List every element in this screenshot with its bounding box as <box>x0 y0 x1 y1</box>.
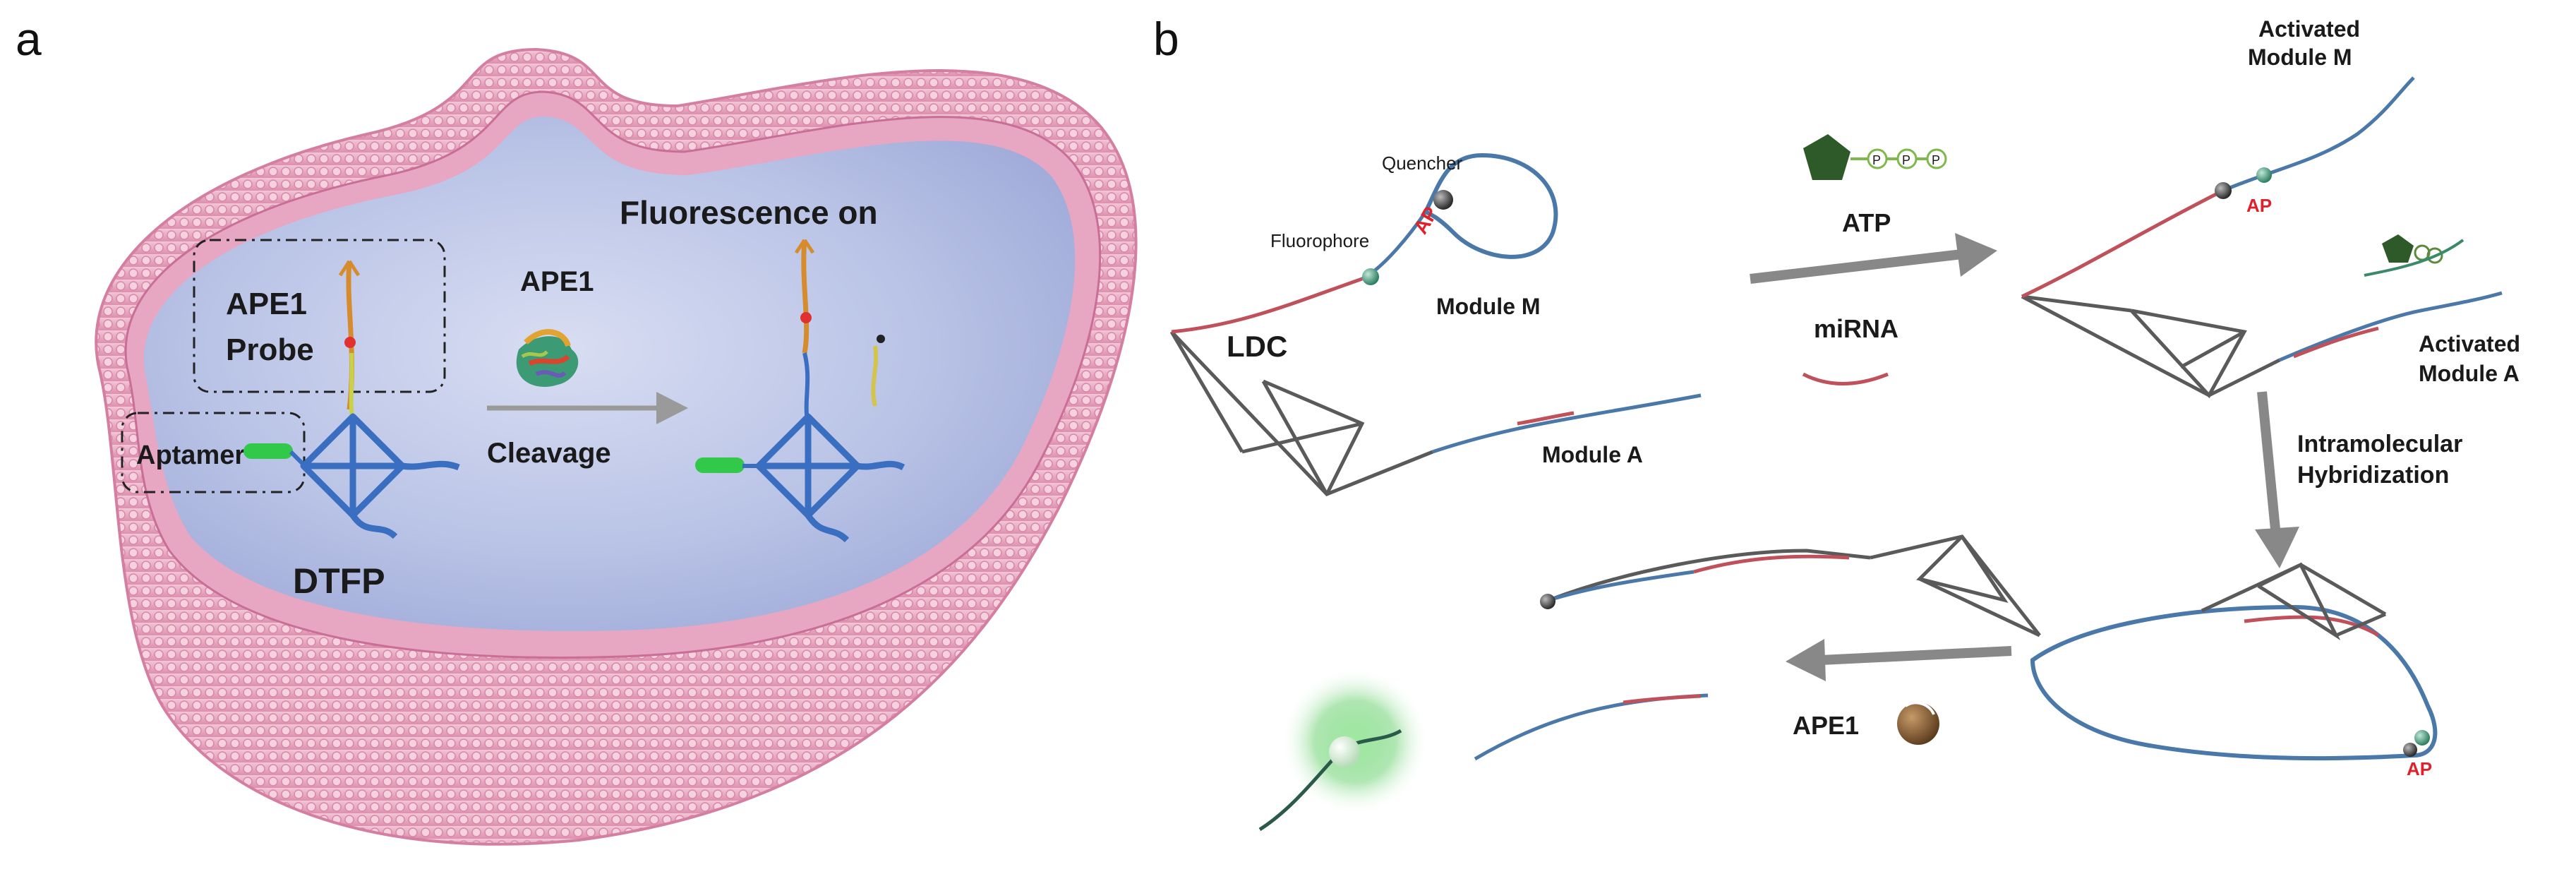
module-a-label: Module A <box>1542 442 1643 467</box>
phosphate-2: P <box>1902 153 1910 167</box>
ap-site-label-2: AP <box>2246 195 2272 216</box>
probe-box <box>193 239 446 393</box>
cleavage-arrow <box>487 392 688 424</box>
activated-m-line2: Module M <box>2248 44 2352 70</box>
dtfp-construct <box>243 260 460 539</box>
ape1-cleavage-arrow <box>1786 639 2012 681</box>
hybridization-line2: Hybridization <box>2297 462 2449 489</box>
ape1-enzyme-label: APE1 <box>520 266 594 297</box>
aptamer-box <box>121 412 306 493</box>
mirna-label: miRNA <box>1814 314 1898 343</box>
atp-label: ATP <box>1842 208 1891 237</box>
hybridization-line1: Intramolecular <box>2297 431 2462 457</box>
activated-a-line2: Module A <box>2419 361 2520 386</box>
phosphate-1: P <box>1872 153 1881 167</box>
cleavage-label: Cleavage <box>487 438 611 469</box>
ldc-released <box>1258 534 2041 832</box>
ap-site-label-1: AP <box>1409 203 1442 237</box>
phosphate-3: P <box>1932 153 1940 167</box>
activated-m-line1: Activated <box>2258 16 2360 42</box>
probe-label-line1: APE1 <box>226 287 307 321</box>
module-m-label: Module M <box>1436 294 1541 319</box>
ap-site-label-3: AP <box>2407 758 2432 779</box>
ldc-activated <box>2021 76 2503 399</box>
ldc-label: LDC <box>1227 330 1287 363</box>
ape1-protein-icon <box>516 329 579 387</box>
probe-label-line2: Probe <box>226 333 314 367</box>
ape1-label-b: APE1 <box>1793 711 1859 740</box>
activated-a-line1: Activated <box>2419 331 2520 357</box>
fluorophore-label: Fluorophore <box>1270 230 1369 251</box>
dtfp-label: DTFP <box>293 561 385 601</box>
quencher-label: Quencher <box>1382 152 1463 174</box>
activation-arrow <box>1750 233 1997 284</box>
hybridization-arrow <box>2255 391 2299 568</box>
aptamer-label: Aptamer <box>136 441 245 470</box>
ldc-initial <box>1169 152 1702 496</box>
fluorescence-on-label: Fluorescence on <box>620 194 878 231</box>
ape1-enzyme-icon <box>1897 701 1939 745</box>
cleaved-construct <box>695 239 905 543</box>
mirna-strand <box>1802 372 1889 385</box>
cell-interior <box>143 116 1076 631</box>
panel-b-letter: b <box>1153 13 1179 65</box>
panel-a-letter: a <box>16 13 42 65</box>
atp-icon: P P P <box>1803 134 1947 180</box>
ldc-hybridized <box>2030 562 2438 761</box>
